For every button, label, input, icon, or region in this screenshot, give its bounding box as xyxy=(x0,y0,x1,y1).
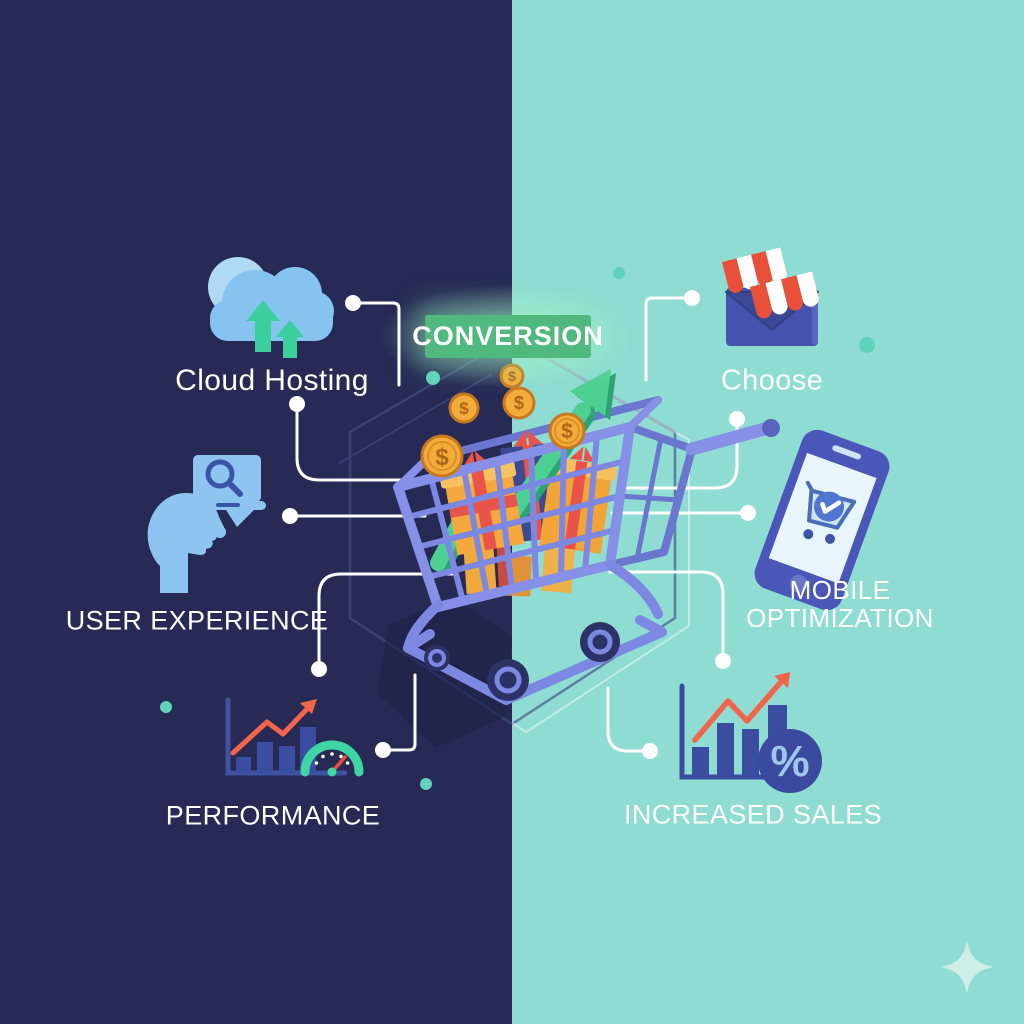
connector-bottom-right xyxy=(606,686,658,759)
connector-performance xyxy=(311,572,457,677)
coin-dollar-text: $ xyxy=(435,444,449,471)
cart-wheels xyxy=(424,622,620,701)
awning-row-1 xyxy=(722,247,787,293)
connector-cloud-label xyxy=(289,396,424,482)
dollar-coins: $ $ $ $ $ xyxy=(420,363,586,478)
head-search-icon xyxy=(147,455,266,593)
coin-dollar-text: $ xyxy=(514,393,524,413)
speedometer-chart-icon xyxy=(225,697,364,777)
connector-choose xyxy=(644,290,700,382)
basket-side-grid xyxy=(606,423,696,569)
coin-dollar-text: $ xyxy=(561,420,573,443)
phone-cart-icon xyxy=(754,429,890,611)
connector-cloud-hosting xyxy=(345,295,401,387)
decor-dots xyxy=(160,267,875,790)
coin-dollar-text: $ xyxy=(508,368,516,384)
percent-symbol: % xyxy=(770,737,809,786)
connector-mobile xyxy=(610,505,756,521)
shopping-cart-illustration: $ $ $ $ $ xyxy=(393,363,780,705)
connector-lines xyxy=(282,290,756,759)
percent-chart-icon: % xyxy=(679,672,822,793)
connector-increased-sales xyxy=(608,570,731,669)
label-choose: Choose xyxy=(720,364,824,397)
label-cloud-hosting: Cloud Hosting xyxy=(175,364,369,397)
label-user-experience: USER EXPERIENCE xyxy=(65,605,329,636)
basket-grid xyxy=(405,433,628,604)
awning-row-2 xyxy=(750,271,819,319)
conversion-banner: CONVERSION xyxy=(412,315,603,358)
label-performance: PERFORMANCE xyxy=(165,800,381,831)
connector-bottom-left xyxy=(375,673,417,758)
conversion-banner-label: CONVERSION xyxy=(412,321,604,351)
coin-dollar-text: $ xyxy=(459,399,469,418)
label-increased-sales: INCREASED SALES xyxy=(623,799,883,830)
storefront-icon xyxy=(722,247,819,346)
label-mobile-optimization: MOBILE OPTIMIZATION xyxy=(746,575,934,633)
connector-right-upper xyxy=(618,411,745,490)
hexagon-outline-decor xyxy=(337,336,690,734)
sparkle-icon xyxy=(940,940,994,994)
cloud-upload-icon xyxy=(208,257,334,358)
